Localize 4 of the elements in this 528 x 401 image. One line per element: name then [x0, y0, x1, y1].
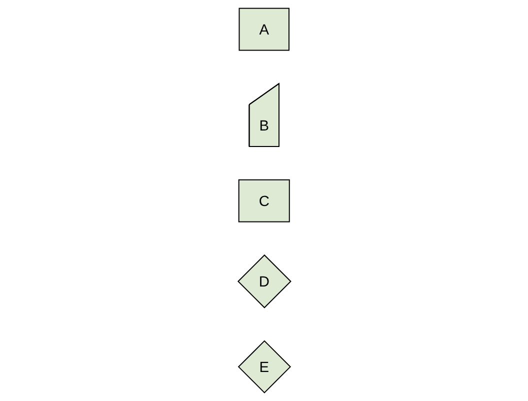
node-diamond: E — [237, 340, 291, 394]
node-diamond: D — [237, 254, 291, 308]
node-box: C — [238, 179, 290, 222]
node-box: A — [238, 8, 290, 51]
